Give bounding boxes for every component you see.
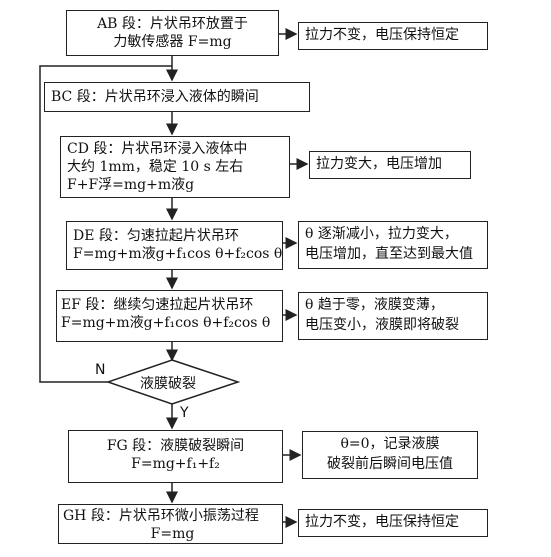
note-ef-line-2: 电压变小，液膜即将破裂 bbox=[305, 317, 459, 333]
step-gh-line-2: F=mg bbox=[150, 526, 195, 542]
step-cd-line-1: CD 段：片状吊环浸入液体中 bbox=[67, 141, 248, 157]
step-de-line-2: F=mg+m液g+f₁cos θ+f₂cos θ bbox=[73, 246, 283, 262]
note-fg-line-2: 破裂前后瞬间电压值 bbox=[327, 456, 453, 472]
step-cd-line-2: 大约 1mm，稳定 10 s 左右 bbox=[67, 159, 244, 175]
decision-diamond bbox=[105, 359, 241, 405]
note-gh: 拉力不变，电压保持恒定 bbox=[298, 509, 488, 537]
step-ab-line-2: 力敏传感器 F=mg bbox=[113, 34, 232, 50]
note-cd-text: 拉力变大，电压增加 bbox=[316, 156, 442, 172]
note-ab-text: 拉力不变，电压保持恒定 bbox=[305, 27, 459, 43]
note-ef-line-1: θ 趋于零，液膜变薄， bbox=[305, 297, 444, 313]
step-fg-line-2: F=mg+f₁+f₂ bbox=[131, 456, 220, 472]
decision-label: 液膜破裂 bbox=[140, 376, 196, 392]
step-ef-line-1: EF 段：继续匀速拉起片状吊环 bbox=[61, 297, 254, 313]
step-de-box: DE 段：匀速拉起片状吊环 F=mg+m液g+f₁cos θ+f₂cos θ bbox=[66, 221, 283, 270]
note-de-line-1: θ 逐渐减小，拉力变大， bbox=[305, 226, 458, 242]
step-ef-line-2: F=mg+m液g+f₁cos θ+f₂cos θ bbox=[61, 315, 271, 331]
step-gh-line-1: GH 段：片状吊环微小振荡过程 bbox=[63, 508, 259, 524]
note-de: θ 逐渐减小，拉力变大， 电压增加，直至达到最大值 bbox=[298, 221, 488, 269]
step-de-line-1: DE 段：匀速拉起片状吊环 bbox=[73, 228, 239, 244]
step-bc-line-1: BC 段：片状吊环浸入液体的瞬间 bbox=[51, 89, 259, 105]
step-cd-line-3: F+F浮=mg+m液g bbox=[67, 177, 195, 193]
step-cd-box: CD 段：片状吊环浸入液体中 大约 1mm，稳定 10 s 左右 F+F浮=mg… bbox=[60, 136, 290, 198]
loop-back-line bbox=[39, 65, 172, 383]
note-cd: 拉力变大，电压增加 bbox=[309, 151, 471, 179]
no-label: N bbox=[95, 362, 106, 378]
note-ab: 拉力不变，电压保持恒定 bbox=[298, 22, 488, 50]
note-fg-line-1: θ=0，记录液膜 bbox=[340, 436, 440, 452]
step-ab-box: AB 段：片状吊环放置于 力敏传感器 F=mg bbox=[66, 10, 279, 56]
step-ab-line-1: AB 段：片状吊环放置于 bbox=[97, 16, 248, 32]
step-ef-box: EF 段：继续匀速拉起片状吊环 F=mg+m液g+f₁cos θ+f₂cos θ bbox=[56, 290, 283, 342]
step-fg-line-1: FG 段：液膜破裂瞬间 bbox=[106, 438, 245, 454]
note-de-line-2: 电压增加，直至达到最大值 bbox=[305, 246, 473, 262]
step-bc-box: BC 段：片状吊环浸入液体的瞬间 bbox=[44, 82, 310, 112]
step-fg-box: FG 段：液膜破裂瞬间 F=mg+f₁+f₂ bbox=[68, 430, 283, 483]
note-gh-text: 拉力不变，电压保持恒定 bbox=[305, 514, 459, 530]
note-fg: θ=0，记录液膜 破裂前后瞬间电压值 bbox=[302, 431, 478, 479]
step-gh-box: GH 段：片状吊环微小振荡过程 F=mg bbox=[58, 504, 283, 544]
yes-label: Y bbox=[180, 405, 189, 421]
note-ef: θ 趋于零，液膜变薄， 电压变小，液膜即将破裂 bbox=[298, 292, 488, 340]
